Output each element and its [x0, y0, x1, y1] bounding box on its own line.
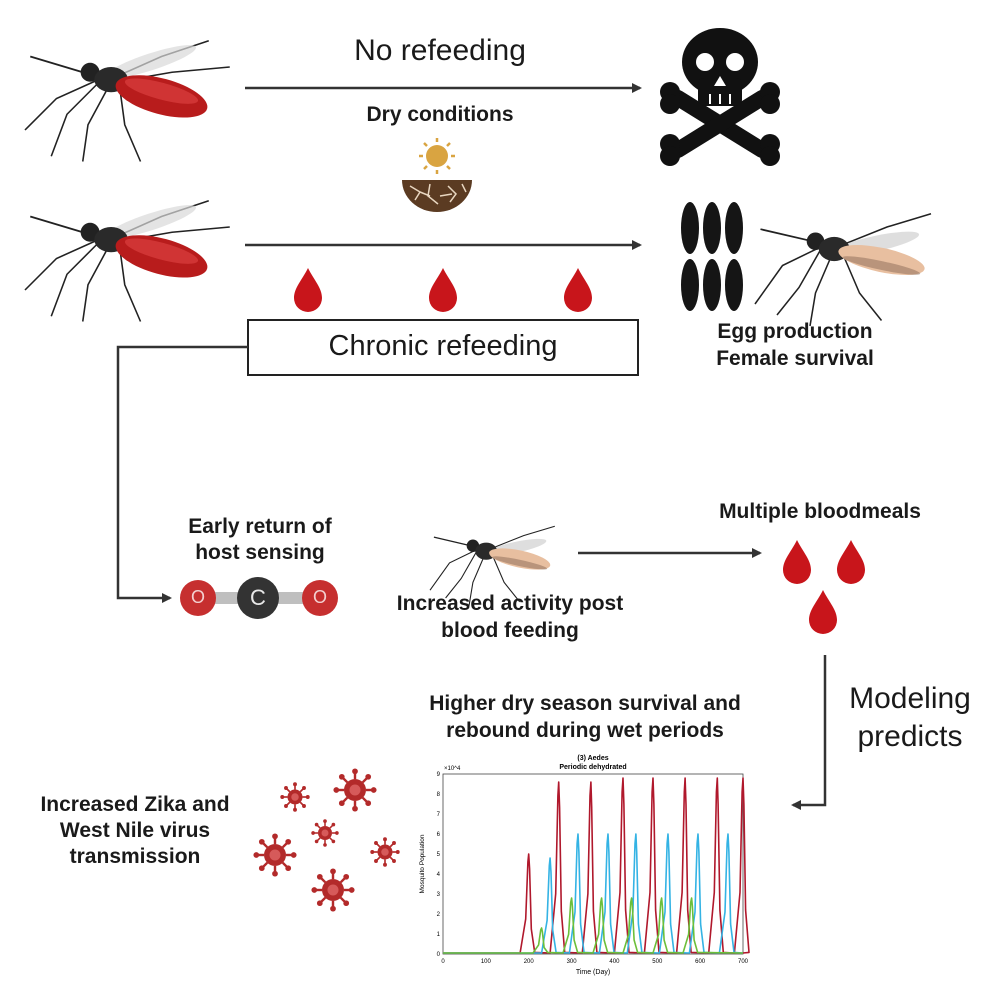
chart-ylabel: Mosquito Population	[419, 834, 426, 893]
y-tick-label: 8	[437, 792, 441, 798]
chart-xlabel: Time (Day)	[576, 969, 610, 976]
x-tick-label: 100	[481, 959, 492, 965]
modeling-predicts-label: Modeling predicts	[830, 680, 990, 756]
x-tick-label: 500	[652, 959, 663, 965]
zika-line2: West Nile virus	[59, 819, 211, 842]
chart-subtitle: Periodic dehydrated	[559, 764, 626, 771]
zika-line3: transmission	[69, 845, 201, 868]
chart-title: (3) Aedes	[577, 755, 608, 762]
dry-soil-icon	[402, 180, 472, 212]
higher-survival-label: Higher dry season survival and rebound d…	[385, 690, 785, 744]
y-tick-label: 2	[437, 912, 441, 918]
female-survival-label: Female survival	[716, 347, 874, 370]
elbow-connector-arrow	[116, 345, 248, 603]
y-tick-label: 4	[437, 872, 441, 878]
higher-survival-line1: Higher dry season survival and	[429, 692, 741, 715]
x-tick-label: 300	[567, 959, 578, 965]
chronic-refeeding-box	[247, 319, 639, 376]
early-return-line1: Early return of	[188, 515, 332, 538]
no-refeeding-label: No refeeding	[354, 34, 526, 67]
skull-crossbones-icon	[660, 28, 780, 166]
increased-activity-label: Increased activity post blood feeding	[365, 590, 655, 644]
blood-drop-icon	[429, 268, 457, 312]
co2-molecule-icon	[180, 577, 338, 619]
chart-series-group	[443, 777, 750, 954]
series-line	[443, 777, 750, 954]
y-tick-label: 0	[437, 952, 441, 958]
co2-oxygen-left: O	[190, 587, 205, 607]
series-line	[443, 833, 744, 954]
virus-icon	[369, 836, 401, 868]
early-return-line2: host sensing	[195, 541, 325, 564]
chronic-refeeding-label: Chronic refeeding	[328, 330, 558, 362]
chart-exponent: ×10^4	[444, 766, 461, 772]
modeling-line1: Modeling	[849, 682, 971, 715]
blood-drop-icon	[294, 268, 322, 312]
increased-activity-line2: blood feeding	[441, 619, 579, 642]
mosquito-engorged-top-icon	[24, 38, 231, 163]
virus-icon	[332, 767, 378, 813]
co2-oxygen-right: O	[312, 587, 327, 607]
co2-carbon: C	[250, 585, 266, 610]
y-tick-label: 3	[437, 892, 441, 898]
zika-label: Increased Zika and West Nile virus trans…	[0, 792, 270, 870]
egg-production-label: Egg production	[717, 320, 873, 343]
series-line	[443, 897, 744, 954]
higher-survival-line2: rebound during wet periods	[446, 719, 724, 742]
dry-conditions-label: Dry conditions	[366, 103, 514, 126]
y-tick-label: 6	[437, 832, 441, 838]
blood-drop-icon	[809, 590, 837, 634]
virus-icon	[310, 818, 340, 848]
blood-drop-icon	[783, 540, 811, 584]
virus-icon	[310, 867, 356, 913]
modeling-line2: predicts	[857, 720, 963, 753]
y-tick-label: 5	[437, 852, 441, 858]
multiple-bloodmeals-label: Multiple bloodmeals	[719, 500, 921, 523]
y-tick-label: 9	[437, 772, 441, 778]
mosquito-surviving-icon	[754, 212, 932, 327]
blood-drop-icon	[837, 540, 865, 584]
x-tick-label: 600	[695, 959, 706, 965]
y-tick-label: 7	[437, 812, 441, 818]
x-tick-label: 400	[609, 959, 620, 965]
x-tick-label: 200	[524, 959, 535, 965]
y-tick-label: 1	[437, 932, 441, 938]
virus-icon	[279, 781, 311, 813]
blood-drop-icon	[564, 268, 592, 312]
eggs-icon	[681, 202, 743, 311]
modeling-arrow	[791, 655, 827, 810]
increased-activity-line1: Increased activity post	[396, 592, 624, 615]
zika-line1: Increased Zika and	[40, 793, 230, 816]
x-tick-label: 0	[441, 959, 445, 965]
sun-icon	[419, 138, 455, 174]
mosquito-engorged-middle-icon	[24, 198, 231, 323]
x-tick-label: 700	[738, 959, 749, 965]
early-return-label: Early return of host sensing	[150, 514, 370, 566]
chart-ticks-group: 0 100 200 300 400 500 600 700 0 1 2 3 4 5 6 7 8 9	[437, 772, 749, 965]
